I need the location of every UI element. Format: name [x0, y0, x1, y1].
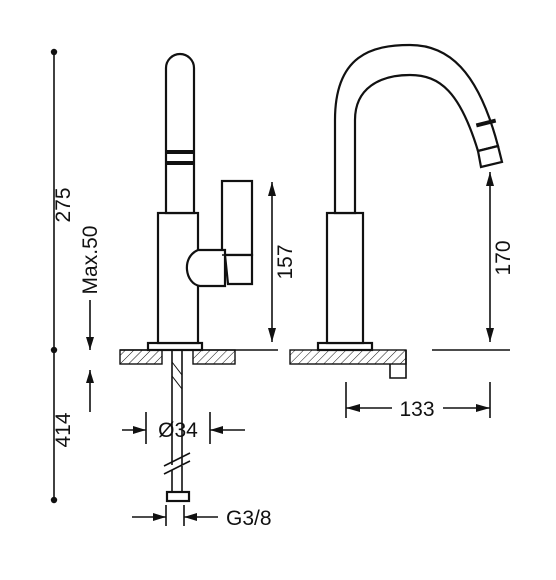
thread-dimension [132, 505, 218, 526]
countertop-right [289, 349, 510, 379]
max-insertion-label: Max.50 [79, 226, 102, 295]
spout-reach-label: 133 [399, 398, 434, 421]
underside-length-label: 414 [52, 412, 75, 447]
hole-diameter-dimension [122, 412, 245, 444]
max-insertion-dimension [86, 300, 94, 412]
handle-height-label: 157 [274, 244, 297, 279]
dimension-endpoint-bottom [50, 496, 58, 504]
spout-height-dimension [486, 172, 494, 342]
countertop-left [119, 349, 278, 365]
dimension-endpoint-mid [50, 346, 58, 354]
faucet-side-view [146, 52, 254, 503]
spout-reach-dimension [345, 382, 491, 418]
hole-diameter-label: Ø34 [158, 419, 198, 442]
thread-label: G3/8 [226, 507, 272, 530]
total-height-label: 275 [52, 187, 75, 222]
dimension-endpoint-top [50, 48, 58, 56]
faucet-front-view [316, 43, 504, 352]
handle-height-dimension [268, 182, 276, 342]
spout-height-label: 170 [492, 240, 515, 275]
total-dimension-line [50, 48, 58, 504]
